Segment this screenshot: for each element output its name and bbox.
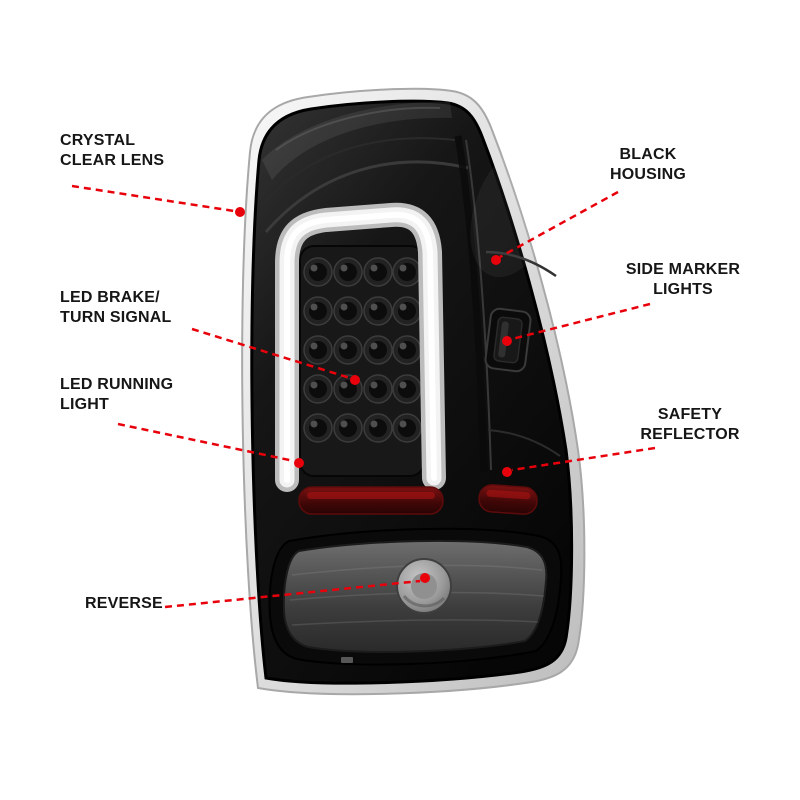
- callout-line-crystal-clear-lens: [71, 184, 235, 213]
- callout-label-reverse: REVERSE: [85, 595, 163, 612]
- callout-dot-reverse: [420, 573, 430, 583]
- callout-dot-led-brake-turn-signal: [350, 375, 360, 385]
- callout-dot-safety-reflector: [502, 467, 512, 477]
- housing-contours: [261, 106, 561, 473]
- callout-line-safety-reflector: [511, 446, 656, 472]
- gloss-highlights: [262, 101, 560, 278]
- callout-label-led-brake-turn-signal: LED BRAKE/ TURN SIGNAL: [60, 289, 172, 326]
- led-running-light-bar: [275, 202, 446, 492]
- callout-line-led-running-light: [117, 422, 295, 463]
- callout-label-crystal-clear-lens: CRYSTAL CLEAR LENS: [60, 132, 165, 169]
- led-grid: [299, 245, 425, 477]
- lens-logo-mark: [341, 657, 353, 663]
- reverse-light: [268, 527, 563, 666]
- callout-line-black-housing: [499, 190, 619, 259]
- callout-dot-crystal-clear-lens: [235, 207, 245, 217]
- callout-dot-led-running-light: [294, 458, 304, 468]
- callout-line-reverse: [164, 579, 421, 609]
- tail-light-image: [241, 87, 586, 696]
- safety-reflector-left: [298, 486, 444, 515]
- callout-label-side-marker-lights: SIDE MARKER LIGHTS: [625, 261, 741, 298]
- callout-label-black-housing: BLACK HOUSING: [609, 146, 687, 183]
- callout-lines: [71, 184, 656, 609]
- callout-label-safety-reflector: SAFETY REFLECTOR: [640, 406, 740, 443]
- callout-label-led-running-light: LED RUNNING LIGHT: [60, 376, 174, 413]
- callout-line-led-brake-turn-signal: [191, 327, 351, 380]
- callout-dot-side-marker-lights: [502, 336, 512, 346]
- callout-dots: [235, 207, 512, 583]
- callout-dot-black-housing: [491, 255, 501, 265]
- safety-reflector-right: [478, 484, 538, 515]
